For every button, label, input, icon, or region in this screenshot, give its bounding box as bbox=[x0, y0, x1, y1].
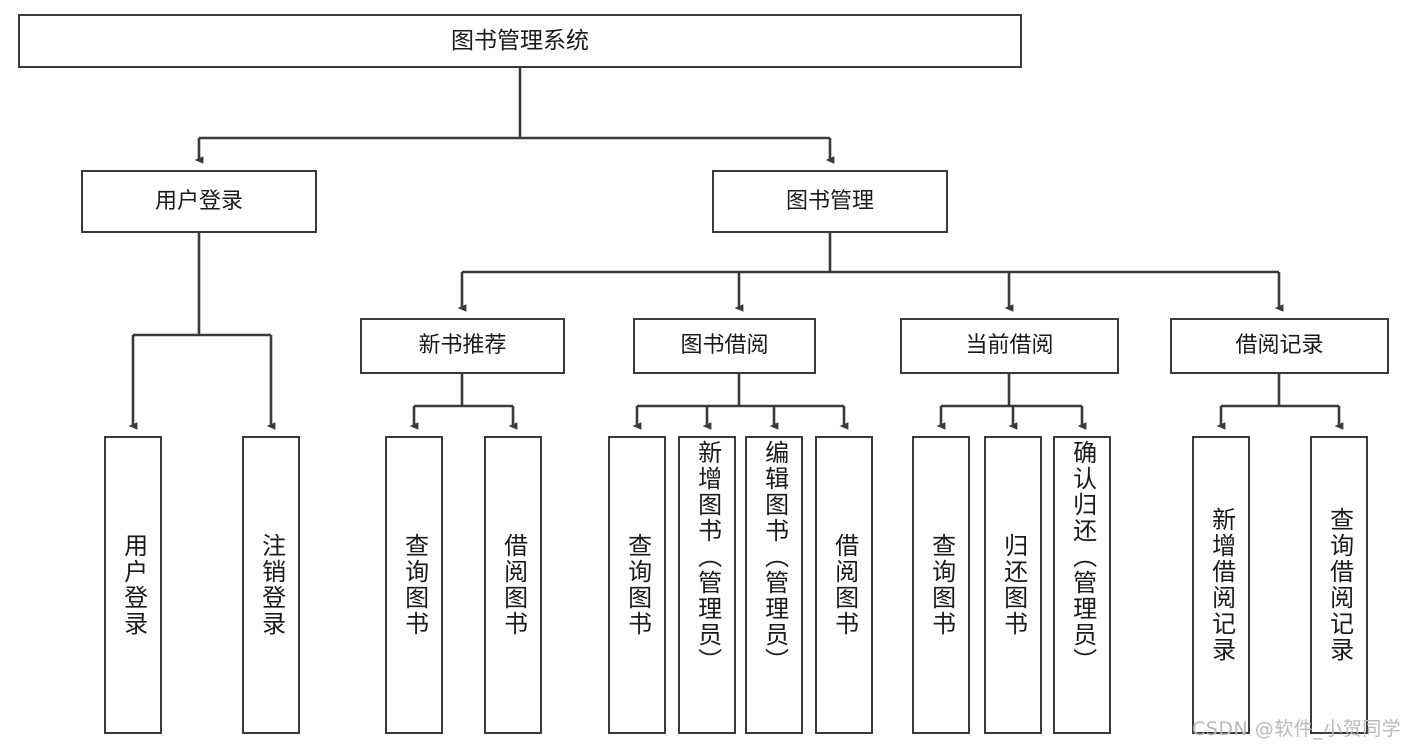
node-root[interactable]: 图书管理系统 bbox=[18, 14, 1022, 68]
node-leaf-logout[interactable]: 注销登录 bbox=[242, 436, 300, 734]
node-leaf-return-book[interactable]: 归还图书 bbox=[984, 436, 1042, 734]
node-level3-new-book-recommend[interactable]: 新书推荐 bbox=[360, 318, 565, 374]
csdn-watermark: CSDN @软件_小贺同学 bbox=[1192, 718, 1402, 740]
node-level2-user-login[interactable]: 用户登录 bbox=[81, 170, 317, 233]
node-leaf-borrow-book-recommend[interactable]: 借阅图书 bbox=[484, 436, 542, 734]
node-leaf-user-login[interactable]: 用户登录 bbox=[104, 436, 162, 734]
node-leaf-query-book-borrow[interactable]: 查询图书 bbox=[608, 436, 666, 734]
node-level2-book-management[interactable]: 图书管理 bbox=[712, 170, 948, 233]
node-leaf-confirm-return-admin[interactable]: 确认归还（管理员） bbox=[1053, 436, 1111, 734]
node-leaf-query-book-current[interactable]: 查询图书 bbox=[912, 436, 970, 734]
node-level3-borrow-record[interactable]: 借阅记录 bbox=[1170, 318, 1389, 374]
node-leaf-query-book-recommend[interactable]: 查询图书 bbox=[385, 436, 443, 734]
node-leaf-add-borrow-record[interactable]: 新增借阅记录 bbox=[1192, 436, 1250, 734]
node-level3-current-borrow[interactable]: 当前借阅 bbox=[900, 318, 1119, 374]
node-leaf-borrow-book[interactable]: 借阅图书 bbox=[815, 436, 873, 734]
node-level3-book-borrow[interactable]: 图书借阅 bbox=[633, 318, 816, 374]
node-leaf-add-book-admin[interactable]: 新增图书（管理员） bbox=[678, 436, 736, 734]
node-leaf-edit-book-admin[interactable]: 编辑图书（管理员） bbox=[745, 436, 803, 734]
node-leaf-query-borrow-record[interactable]: 查询借阅记录 bbox=[1310, 436, 1368, 734]
